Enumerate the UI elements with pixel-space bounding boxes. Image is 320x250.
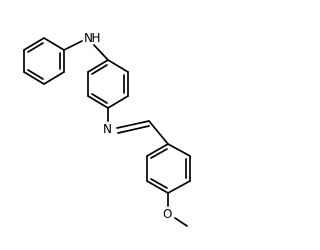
bond-central-inner-3 (91, 64, 108, 75)
bond-central-inner-2 (91, 93, 108, 104)
bond-layer (23, 37, 191, 227)
bond-aryl-6 (146, 143, 169, 157)
atom-nh-hydrogen: H (92, 31, 101, 45)
bond-aryl-inner-2 (150, 178, 168, 189)
bond-central-4 (87, 95, 109, 109)
bond-central-1 (107, 59, 129, 73)
bond-aryl-1 (167, 143, 191, 157)
atom-imine-n: N (103, 122, 112, 136)
bond-aryl-3 (167, 180, 191, 194)
bond-o-methyl (174, 217, 188, 227)
atom-nh-symbol: N (84, 31, 93, 45)
structure-diagram: N H N O (23, 31, 191, 227)
bond-phenyl-nh (63, 40, 83, 51)
bond-ch-ring (148, 120, 169, 145)
atom-nh: N H (84, 31, 101, 45)
bond-nh-ring (93, 44, 109, 61)
atom-methoxy-o: O (163, 207, 172, 221)
bond-central-6 (87, 59, 109, 73)
bond-imine-double-1 (116, 120, 150, 129)
bond-phenyl-5 (43, 71, 65, 85)
bond-imine-double-2 (117, 125, 150, 134)
bond-phenyl-1 (43, 37, 65, 51)
bond-aryl-4 (146, 180, 169, 194)
bond-phenyl-4 (23, 71, 45, 85)
bond-aryl-inner-3 (150, 148, 168, 159)
bond-phenyl-2 (23, 37, 45, 51)
bond-phenyl-inner-2 (27, 69, 44, 80)
atom-label-layer: N H N O (84, 31, 172, 221)
bond-central-3 (107, 95, 129, 109)
bond-phenyl-inner-1 (27, 42, 44, 53)
